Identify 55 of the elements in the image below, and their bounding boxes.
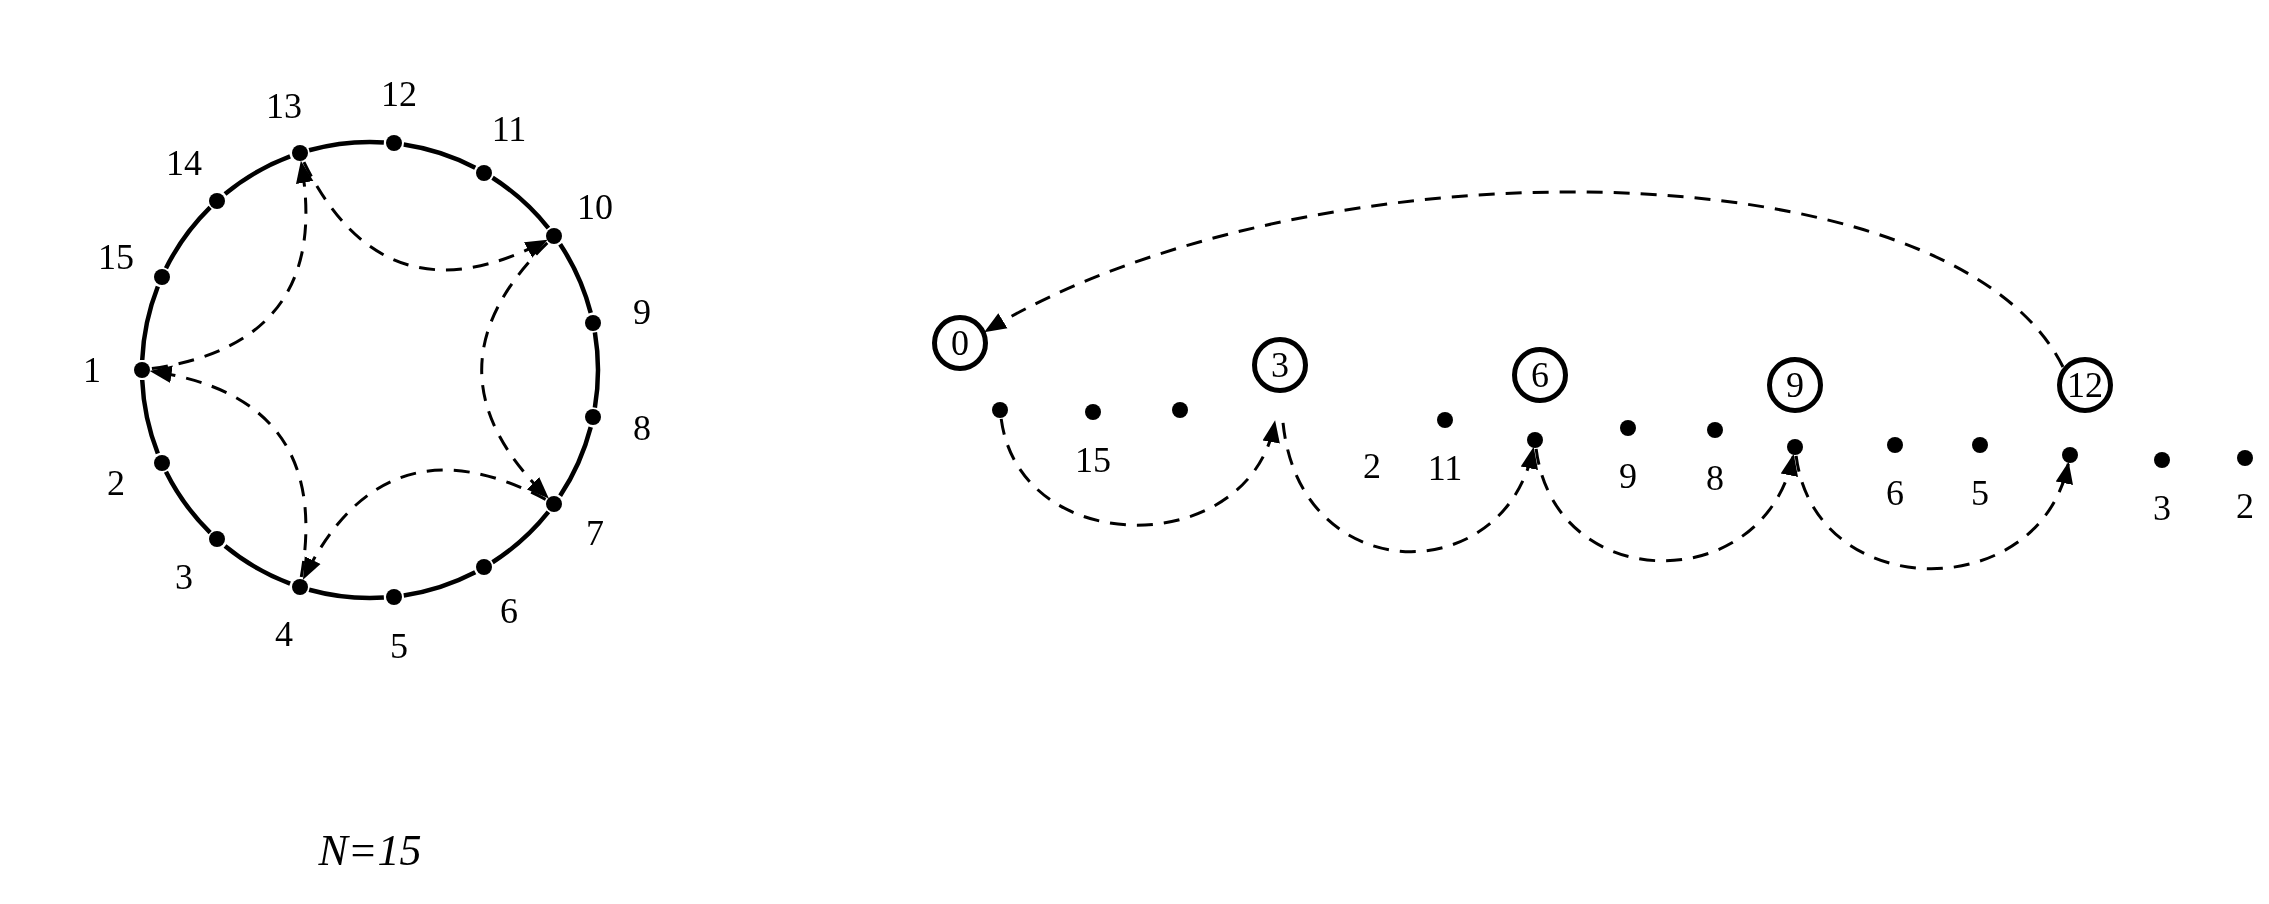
caption: N=15: [318, 824, 422, 876]
node-label: 12: [381, 75, 418, 112]
node-label: 7: [585, 515, 604, 552]
node-label: 5: [1971, 475, 1989, 511]
dashed-arrow: [1281, 422, 1536, 553]
node-label: 5: [390, 628, 409, 665]
node-label: 9: [632, 294, 651, 331]
node-label: 14: [166, 145, 202, 182]
node-label: 13: [266, 87, 303, 124]
circled-number: 12: [2057, 357, 2113, 413]
node-label: 9: [1619, 458, 1637, 494]
node-label: 3: [2153, 490, 2171, 526]
dashed-arrow: [149, 366, 308, 578]
circle-arc: [403, 570, 477, 598]
circle-arc: [558, 243, 593, 314]
dashed-arrow: [480, 241, 549, 499]
node-label: 4: [275, 616, 294, 653]
circle-arc: [592, 332, 601, 408]
dashed-arrow: [1534, 448, 1796, 563]
circled-number: 6: [1512, 347, 1568, 403]
node-label: 8: [632, 409, 651, 446]
node-label: 15: [1075, 442, 1111, 478]
circle-arc: [491, 510, 551, 565]
node-label: 2: [2236, 488, 2254, 524]
circle-arc: [223, 154, 291, 196]
circle-arc: [139, 285, 160, 361]
circled-number: 9: [1767, 357, 1823, 413]
circle-arc: [164, 470, 212, 535]
circled-number: 3: [1252, 337, 1308, 393]
dashed-arrow: [984, 190, 2065, 368]
circle-arc: [491, 175, 551, 230]
circle-arc: [558, 426, 593, 497]
circle-arc: [308, 587, 384, 601]
circle-arc: [139, 379, 160, 455]
dashed-arrow: [151, 160, 313, 371]
circle-arc: [403, 142, 477, 170]
dashed-arrow: [1794, 455, 2071, 571]
node-label: 6: [500, 592, 518, 629]
circle-arc: [223, 544, 291, 586]
node-label: 10: [576, 188, 613, 225]
node-label: 11: [491, 111, 527, 148]
node-label: 6: [1886, 475, 1904, 511]
dashed-arrow: [999, 418, 1277, 527]
node-label: 2: [107, 465, 126, 502]
circle-arc: [308, 139, 384, 153]
node-label: 3: [175, 558, 193, 595]
circle-arc: [164, 205, 212, 270]
circled-number: 0: [932, 315, 988, 371]
dashed-arrow: [302, 468, 547, 580]
number-label: 2: [1363, 448, 1381, 484]
node-label: 1: [83, 352, 101, 388]
node-label: 15: [98, 238, 135, 275]
node-label: 8: [1706, 460, 1724, 496]
dashed-arrow: [302, 161, 548, 272]
node-label: 11: [1427, 450, 1463, 486]
